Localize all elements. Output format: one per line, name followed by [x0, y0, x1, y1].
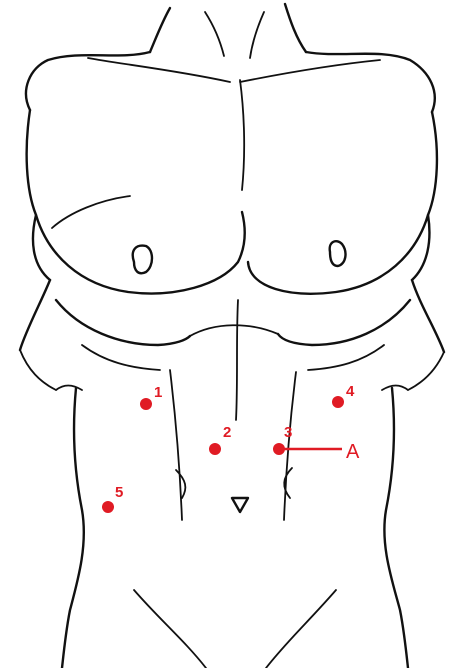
torso-outline	[20, 4, 444, 668]
marker-4	[332, 396, 344, 408]
marker-5	[102, 501, 114, 513]
marker-1	[140, 398, 152, 410]
marker-2	[209, 443, 221, 455]
marker-4-label: 4	[346, 383, 355, 400]
marker-5-label: 5	[115, 484, 123, 501]
pointer-a: A	[279, 441, 360, 463]
marker-3-label: 3	[284, 424, 292, 441]
pointer-label: A	[346, 441, 360, 463]
marker-2-label: 2	[223, 424, 231, 441]
marker-1-label: 1	[154, 384, 162, 401]
